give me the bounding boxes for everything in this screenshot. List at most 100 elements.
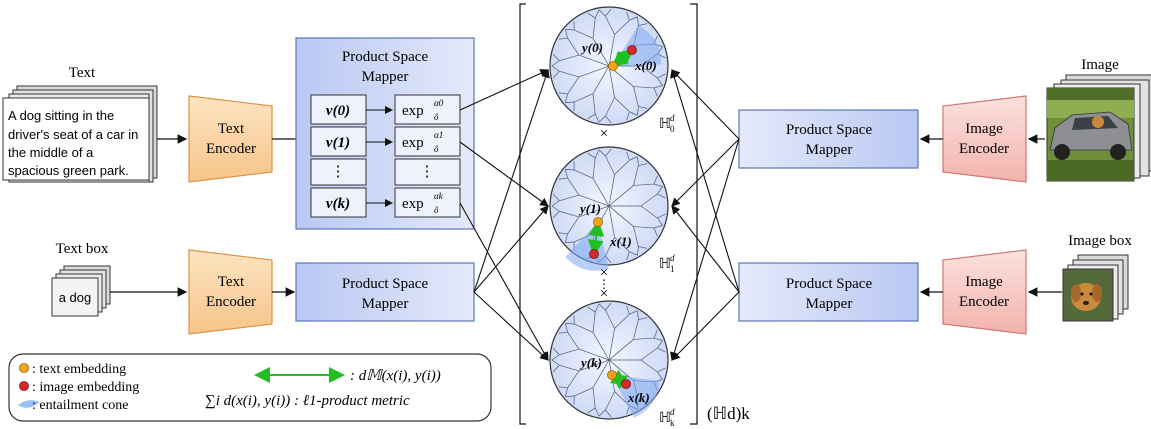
expk-sub: ô xyxy=(434,205,439,215)
disk-space-label: ℍ xyxy=(659,257,671,272)
hyperbolic-tree xyxy=(551,148,666,264)
disk-space-sup: d xyxy=(670,253,675,263)
dog-photo xyxy=(1062,268,1114,322)
hyperbolic-tree xyxy=(551,8,666,124)
product-space-mapper-text-box: Product Space Mapper xyxy=(295,262,475,322)
text-line-2: driver's seat of a car in xyxy=(8,127,138,142)
image-mapper-2-line2: Mapper xyxy=(806,296,853,312)
image-mapper-1-line1: Product Space xyxy=(786,122,873,138)
image-embedding-point xyxy=(627,45,637,55)
disk-y-label: y(k) xyxy=(579,355,602,370)
text-encoder-1-line2: Encoder xyxy=(206,141,256,157)
image-mapper-1-line2: Mapper xyxy=(806,142,853,158)
image-embedding-point xyxy=(589,249,599,259)
text-encoder-1: Text Encoder xyxy=(188,95,273,183)
text-encoder-2-line2: Encoder xyxy=(206,294,256,310)
disk-space-label: ℍ xyxy=(659,411,671,426)
text-box-value: a dog xyxy=(59,290,92,305)
mapper-v-dots: ⋮ xyxy=(331,164,346,180)
product-space-mapper-text: Product Space Mapper v(0) v(1) ⋮ v(k) ex… xyxy=(295,37,475,230)
disk-space-label: ℍ xyxy=(659,117,671,132)
disk-x-label: x(0) xyxy=(634,58,657,73)
disk-x-label: x(1) xyxy=(609,234,632,249)
image-encoder-2-line1: Image xyxy=(965,274,1003,290)
mapper-small-line1: Product Space xyxy=(342,276,429,292)
text-label: Text xyxy=(69,65,96,81)
legend-text-embedding: : text embedding xyxy=(32,362,126,377)
distance-arrow xyxy=(587,220,605,256)
image-encoder-1-line1: Image xyxy=(965,121,1003,137)
image-mapper-2-line1: Product Space xyxy=(786,276,873,292)
text-encoder-2: Text Encoder xyxy=(188,249,273,335)
legend: : text embedding : image embedding : ent… xyxy=(8,353,492,422)
exp0-sub: ô xyxy=(434,112,439,122)
text-encoder-2-line1: Text xyxy=(218,274,245,290)
image-stack xyxy=(1046,74,1151,182)
expk-label: exp xyxy=(402,196,424,212)
image-box-label: Image box xyxy=(1068,233,1132,249)
legend-image-embedding: : image embedding xyxy=(32,380,139,395)
exp-row-0: exp α0 ô xyxy=(402,98,444,122)
car-photo xyxy=(1046,87,1135,182)
entailment-cone-icon xyxy=(18,400,40,408)
exp-row-1: exp α1 ô xyxy=(402,130,443,154)
image-embedding-point xyxy=(621,379,631,389)
mapper-v1: v(1) xyxy=(326,135,350,151)
times-symbol-2: × xyxy=(600,265,608,281)
disk-y-label: y(0) xyxy=(580,40,603,55)
disk-space-sup: d xyxy=(670,407,675,417)
product-space-mapper-image: Product Space Mapper xyxy=(738,109,919,169)
exp0-label: exp xyxy=(402,103,424,119)
text-line-3: the middle of a xyxy=(8,145,94,160)
text-box-stack: a dog xyxy=(51,265,111,317)
image-encoder-2-line2: Encoder xyxy=(959,294,1009,310)
disk-space-sub: 1 xyxy=(670,264,675,274)
exp1-sup: α1 xyxy=(434,130,443,140)
disk-space-sup: d xyxy=(670,113,675,123)
mapper-title-line2: Mapper xyxy=(362,69,409,85)
disk-space-sub: 0 xyxy=(670,124,675,134)
text-line-1: A dog sitting in the xyxy=(8,108,114,123)
exp0-sup: α0 xyxy=(434,98,444,108)
disk-y-label: y(1) xyxy=(578,201,601,216)
text-encoder-1-line1: Text xyxy=(218,121,245,137)
legend-entailment-cone: : entailment cone xyxy=(32,398,128,413)
vertical-dots: ⋮ xyxy=(598,277,610,291)
image-encoder-1-line2: Encoder xyxy=(959,141,1009,157)
times-symbol-1: × xyxy=(600,126,608,142)
image-encoder-1: Image Encoder xyxy=(942,95,1027,183)
legend-sum-metric: ∑i d(x(i), y(i)) : ℓ1-product metric xyxy=(205,393,410,409)
right-connections xyxy=(670,68,740,362)
text-embedding-point xyxy=(608,61,618,71)
mapper-v0: v(0) xyxy=(326,103,350,119)
text-document-stack: A dog sitting in the driver's seat of a … xyxy=(2,85,158,183)
text-box-label: Text box xyxy=(56,241,109,257)
product-power-label: (ℍd)k xyxy=(707,404,750,423)
text-embedding-point xyxy=(607,370,617,380)
mapper-small-line2: Mapper xyxy=(362,296,409,312)
legend-distance: : d𝕄(x(i), y(i)) xyxy=(350,368,441,384)
product-space-bracket xyxy=(519,3,698,425)
expk-sup: αk xyxy=(434,191,444,201)
image-box-stack xyxy=(1062,254,1129,322)
mapper-vk: v(k) xyxy=(326,196,350,212)
mapper-title-line1: Product Space xyxy=(342,49,429,65)
disk-x-label: x(k) xyxy=(627,390,650,405)
exp1-label: exp xyxy=(402,135,424,151)
disk-space-sub: k xyxy=(670,418,675,428)
text-embedding-dot xyxy=(19,363,29,373)
times-symbol-3: × xyxy=(600,286,608,302)
text-embedding-point xyxy=(593,217,603,227)
exp1-sub: ô xyxy=(434,144,439,154)
product-space-mapper-image-box: Product Space Mapper xyxy=(738,262,919,322)
left-connections xyxy=(459,68,550,361)
image-label: Image xyxy=(1081,57,1119,73)
text-line-4: spacious green park. xyxy=(8,163,129,178)
image-encoder-2: Image Encoder xyxy=(942,249,1027,335)
image-embedding-dot xyxy=(19,381,29,391)
